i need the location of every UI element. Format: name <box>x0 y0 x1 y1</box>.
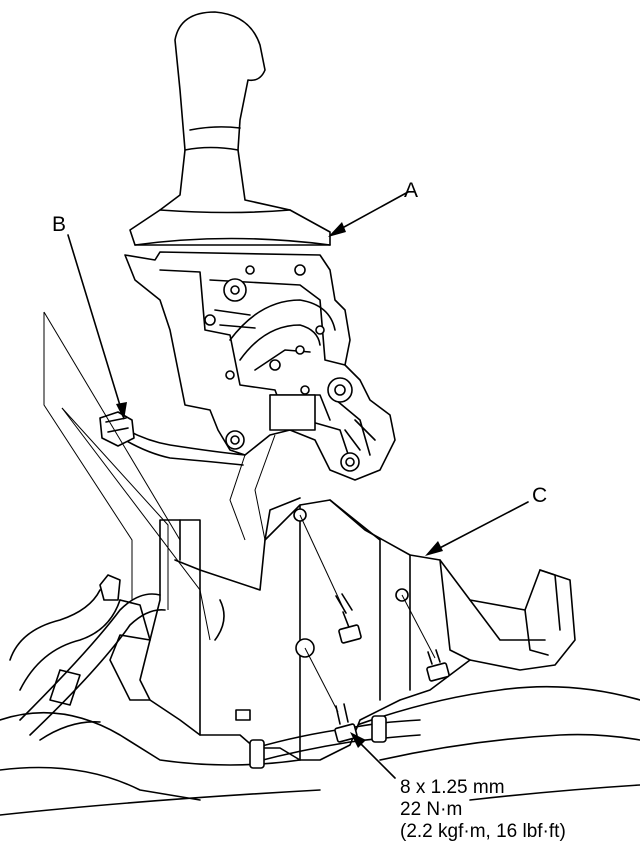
cable-left <box>19 574 166 736</box>
leader-b <box>67 234 127 420</box>
bolt-lower <box>334 703 358 743</box>
shift-knob <box>129 11 331 246</box>
leader-a <box>328 191 409 237</box>
projection-lines <box>43 311 276 641</box>
leader-bolts <box>299 514 436 779</box>
bolt-size-text: 8 x 1.25 mm <box>400 777 505 798</box>
bolt-torque-alt-text: (2.2 kgf·m, 16 lbf·ft) <box>400 821 566 842</box>
shifter-housing <box>124 251 396 481</box>
bolt-torque-text: 22 N·m <box>400 799 463 820</box>
leader-c <box>425 501 529 556</box>
bolt-upper <box>335 593 362 644</box>
callout-c-label: C <box>532 484 548 507</box>
callout-b-label: B <box>52 213 67 236</box>
bolt-right <box>426 649 450 682</box>
callout-a-label: A <box>404 179 419 202</box>
